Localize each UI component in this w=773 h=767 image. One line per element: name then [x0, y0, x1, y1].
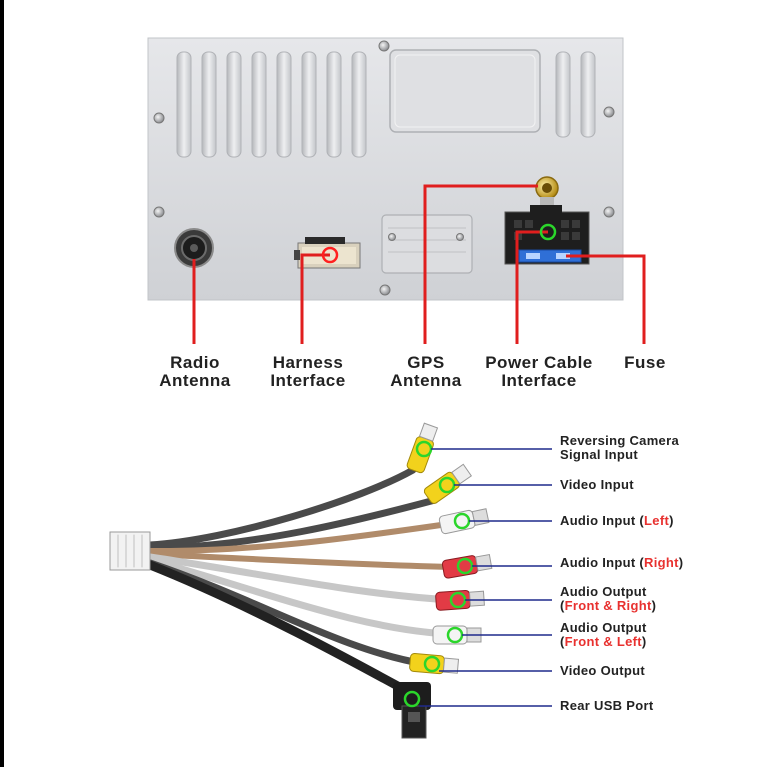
cable-bundle: [109, 466, 458, 695]
radio-antenna-jack: [174, 228, 214, 268]
label-audio-input-left: Audio Input (Left): [560, 513, 674, 528]
label-audio-output-front-right: Audio Output (Front & Right): [560, 584, 657, 613]
label-fuse: Fuse: [624, 353, 666, 372]
head-unit-back-panel: [147, 37, 624, 301]
label-radio-antenna: Radio Antenna: [159, 353, 231, 390]
green-marker: [539, 223, 557, 241]
callout-lines: [192, 184, 646, 344]
label-power-cable-interface: Power Cable Interface: [485, 353, 593, 390]
usb-plug-icon: [393, 682, 431, 739]
label-video-output: Video Output: [560, 663, 645, 678]
label-audio-input-right: Audio Input (Right): [560, 555, 684, 570]
gps-antenna-connector: [535, 176, 559, 206]
label-reversing-camera: Reversing Camera Signal Input: [560, 433, 679, 462]
label-audio-output-front-left: Audio Output (Front & Left): [560, 620, 647, 649]
label-gps-antenna: GPS Antenna: [390, 353, 462, 390]
label-video-input: Video Input: [560, 477, 634, 492]
label-rear-usb-port: Rear USB Port: [560, 698, 654, 713]
label-harness-interface: Harness Interface: [270, 353, 346, 390]
vent-slots: [176, 51, 596, 158]
embossed-plate: [389, 49, 541, 133]
highlight-ring: [321, 246, 339, 264]
screw-icon: [153, 40, 615, 296]
left-black-edge: [0, 0, 4, 767]
leader-lines: [419, 448, 552, 707]
blank-plate: [381, 214, 473, 274]
